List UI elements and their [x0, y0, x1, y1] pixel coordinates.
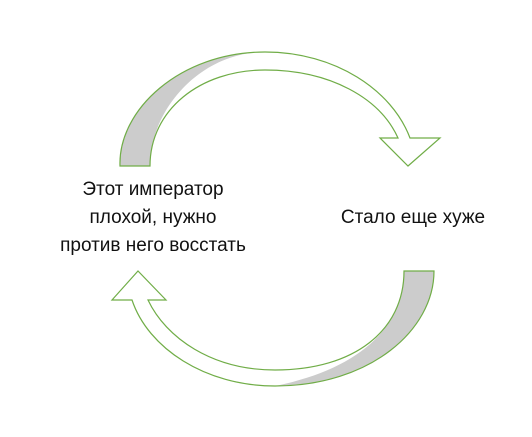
cycle-arrow-top-shading	[119, 52, 265, 166]
cycle-node-left-line-3: против него восстать	[60, 235, 246, 256]
cycle-node-left-line-1: Этот император	[82, 179, 224, 200]
cycle-arrow-bottom-outline	[110, 270, 435, 387]
cycle-node-left-line-2: плохой, нужно	[89, 207, 217, 228]
cycle-arrow-bottom-shading	[275, 271, 434, 386]
cycle-node-left-label: Этот император плохой, нужно против него…	[28, 176, 278, 260]
cycle-node-right-label: Стало еще хуже	[340, 207, 486, 228]
cycle-arrow-bottom	[110, 270, 435, 387]
cycle-arrow-top	[119, 51, 442, 167]
cycle-arrow-top-outline	[119, 51, 442, 167]
